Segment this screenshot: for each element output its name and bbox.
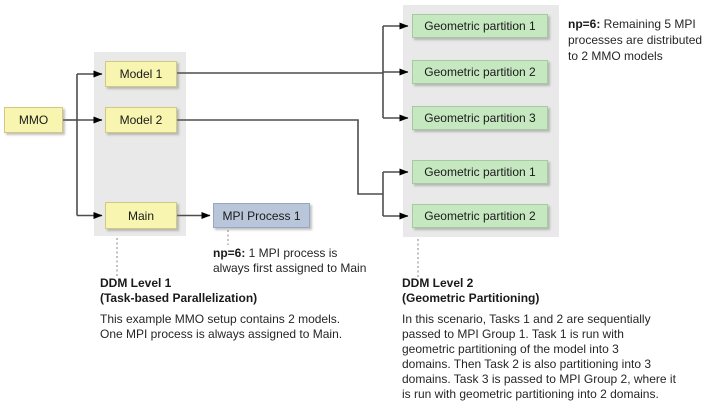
ddm1-title-line2: (Task-based Parallelization) xyxy=(100,291,258,305)
g1-partition3-label: Geometric partition 3 xyxy=(424,111,536,125)
ddm2-body-line2: passed to MPI Group 1. Task 1 is run wit… xyxy=(402,327,624,341)
g2-partition2-box: Geometric partition 2 xyxy=(412,204,548,228)
g1-partition3-box: Geometric partition 3 xyxy=(412,106,548,130)
mpi-process-label: MPI Process 1 xyxy=(222,208,301,223)
np6-models-note: np=6: Remaining 5 MPI processes are dist… xyxy=(568,16,702,64)
g1-partition1-label: Geometric partition 1 xyxy=(424,19,536,33)
ddm2-body-line1: In this scenario, Tasks 1 and 2 are sequ… xyxy=(402,312,651,326)
model2-box: Model 2 xyxy=(105,107,177,133)
ddm2-body-line4: domains. Then Task 2 is also partitionin… xyxy=(402,357,652,371)
np6-models-prefix: np=6: xyxy=(568,17,601,31)
g1-partition1-box: Geometric partition 1 xyxy=(412,14,548,38)
ddm1-body-line1: This example MMO setup contains 2 models… xyxy=(100,312,341,326)
ddm1-title-line1: DDM Level 1 xyxy=(100,276,172,290)
np6-models-line1: Remaining 5 MPI xyxy=(600,17,696,31)
mmo-box: MMO xyxy=(4,107,63,133)
g2-partition1-box: Geometric partition 1 xyxy=(412,160,548,184)
mmo-label: MMO xyxy=(18,113,49,127)
model1-box: Model 1 xyxy=(105,61,177,87)
g1-partition2-box: Geometric partition 2 xyxy=(412,60,548,84)
mpi-process-box: MPI Process 1 xyxy=(213,203,310,228)
ddm2-title-line1: DDM Level 2 xyxy=(402,276,474,290)
np6-models-line3: to 2 MMO models xyxy=(568,49,663,63)
np6-main-line2: always first assigned to Main xyxy=(213,261,367,275)
main-box: Main xyxy=(105,202,177,229)
ddm1-body-line2: One MPI process is always assigned to Ma… xyxy=(100,327,343,341)
ddm2-body-line3: geometric partitioning of the model into… xyxy=(402,342,619,356)
ddm2-body-line5: domains. Task 3 is passed to MPI Group 2… xyxy=(402,372,676,386)
ddm2-description: In this scenario, Tasks 1 and 2 are sequ… xyxy=(402,312,676,402)
g2-partition2-label: Geometric partition 2 xyxy=(424,209,536,223)
model2-label: Model 2 xyxy=(119,113,163,127)
g2-partition1-label: Geometric partition 1 xyxy=(424,165,536,179)
g1-partition2-label: Geometric partition 2 xyxy=(424,65,536,79)
ddm1-description: This example MMO setup contains 2 models… xyxy=(100,312,342,342)
ddm2-title: DDM Level 2 (Geometric Partitioning) xyxy=(402,276,539,306)
ddm2-title-line2: (Geometric Partitioning) xyxy=(402,291,540,305)
ddm2-body-line6: is run with geometric partitioning into … xyxy=(402,387,659,401)
connector-model2-shaft xyxy=(177,119,383,195)
ddm1-title: DDM Level 1 (Task-based Parallelization) xyxy=(100,276,257,306)
np6-main-prefix: np=6: xyxy=(213,246,246,260)
main-label: Main xyxy=(127,208,154,223)
np6-models-line2: processes are distributed xyxy=(568,33,703,47)
np6-main-line1: 1 MPI process is xyxy=(245,246,338,260)
model1-label: Model 1 xyxy=(119,67,163,81)
np6-main-note: np=6: 1 MPI process is always first assi… xyxy=(213,246,366,276)
